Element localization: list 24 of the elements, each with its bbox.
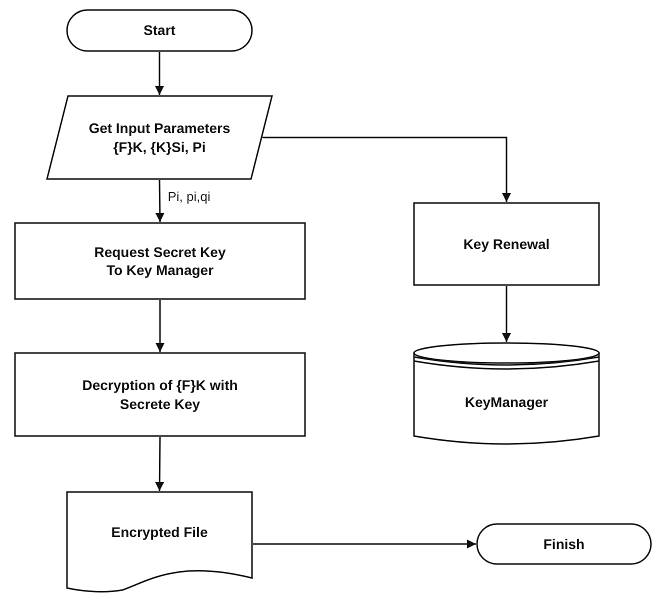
process-box: [413, 202, 600, 286]
start-terminator: [66, 9, 253, 52]
process-box: [14, 222, 306, 300]
node-label: KeyManager: [464, 393, 548, 412]
node-label: Key Renewal: [463, 234, 550, 254]
arrow: [253, 540, 476, 548]
input-parallelogram: [46, 95, 273, 180]
arrow: [502, 286, 511, 342]
database-cylinder: [413, 342, 600, 447]
document-shape: [66, 491, 253, 591]
arrow: [155, 52, 164, 95]
arrow: [155, 437, 164, 491]
edge-label: Pi, pi,qi: [166, 189, 212, 204]
arrow: [262, 136, 511, 202]
node-label: Get Input Parameters {F}K, {K}Si, Pi: [88, 119, 232, 156]
node-label: Start: [144, 21, 176, 40]
arrow: [155, 180, 164, 222]
node-label: Request Secret Key To Key Manager: [93, 242, 227, 280]
process-box: [14, 352, 306, 437]
finish-terminator: [476, 523, 652, 565]
node-label: Finish: [543, 534, 585, 554]
node-label: Encrypted File: [111, 522, 208, 542]
node-label: Decryption of {F}K with Secrete Key: [81, 376, 239, 413]
arrow: [156, 300, 164, 352]
